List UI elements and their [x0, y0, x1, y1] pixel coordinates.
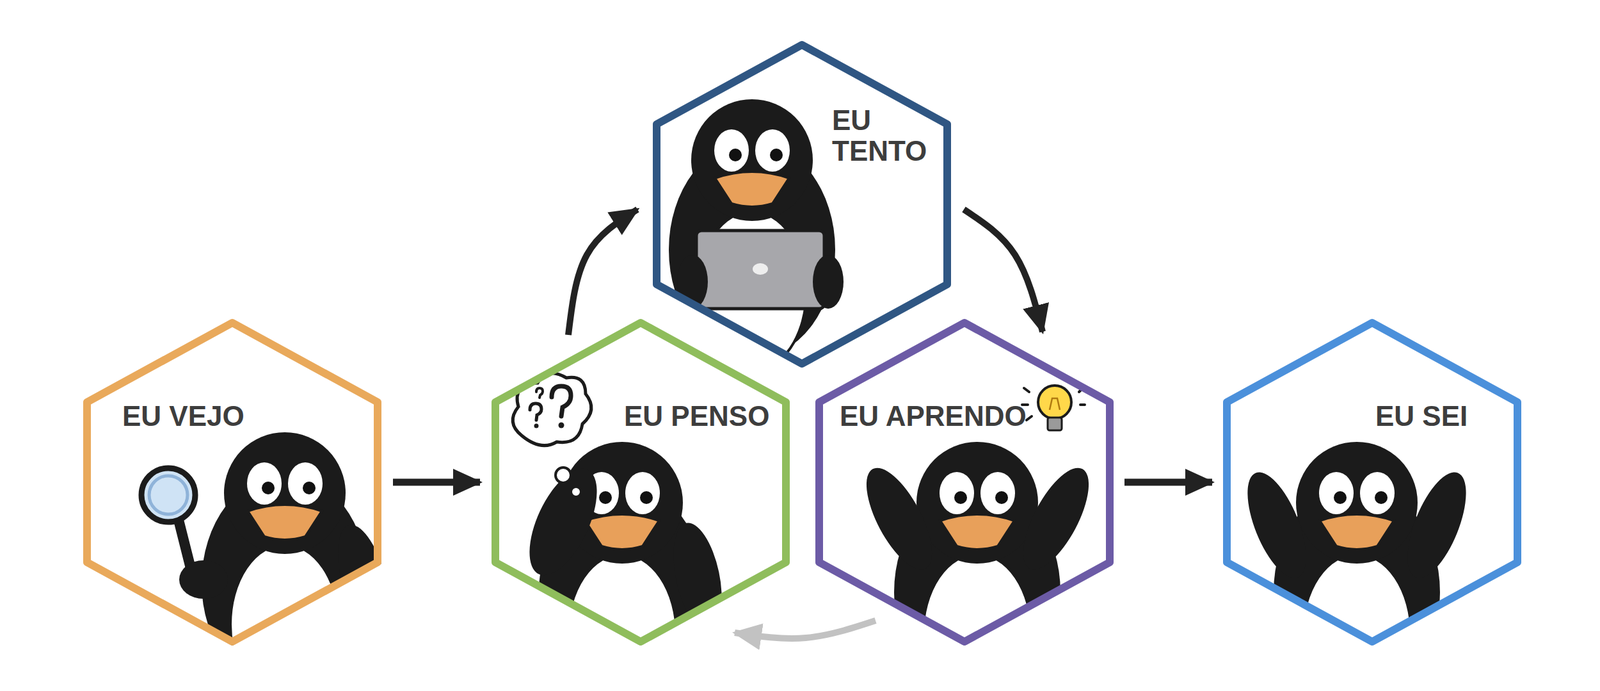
penguin-knows	[1235, 441, 1479, 691]
penguin-magnifier	[141, 432, 400, 691]
hexagon-outline	[1223, 318, 1522, 646]
thought-bubble	[512, 373, 592, 497]
hexagon-border	[495, 322, 786, 642]
stage-label: EU TENTO	[832, 104, 927, 167]
hexagon-border	[1226, 322, 1518, 642]
question-dot	[534, 423, 539, 429]
penguin-wing	[515, 458, 612, 585]
stage-hexagon: EU PENSO	[491, 318, 790, 646]
penguin	[668, 99, 836, 372]
flow-arrow	[1124, 478, 1213, 486]
bulb-base	[1047, 417, 1062, 431]
stage-label: EU APRENDO	[839, 400, 1027, 432]
hexagon-outline	[652, 40, 952, 368]
question-symbol	[551, 385, 571, 416]
magnifier-rim	[149, 475, 188, 514]
penguin-wing	[1235, 464, 1319, 586]
stage-label: EU PENSO	[624, 400, 770, 432]
hexagon-outline	[83, 318, 382, 646]
flow-arrow	[568, 209, 638, 335]
hexagon-border	[656, 44, 948, 364]
penguin-wing	[179, 560, 228, 599]
question-dot	[558, 422, 565, 429]
penguin-wing	[664, 518, 731, 634]
hexagon-outline	[815, 318, 1114, 646]
bubble-dot	[555, 467, 571, 483]
laptop	[696, 230, 825, 309]
stage-hexagon: EU TENTO	[652, 40, 952, 368]
hexagon-border	[87, 322, 378, 642]
hexagon-outline	[491, 318, 790, 646]
penguin-idea	[853, 441, 1103, 691]
stage-hexagon: EU VEJO	[83, 318, 382, 646]
penguin-thinking	[515, 441, 731, 691]
flow-arrow	[963, 209, 1043, 332]
stage-label: EU SEI	[1375, 400, 1468, 432]
laptop-logo	[752, 263, 768, 275]
penguin-wing	[1010, 458, 1103, 578]
penguin-wing	[812, 254, 844, 309]
penguin-wing	[1395, 464, 1479, 586]
bulb-filament	[1049, 398, 1060, 410]
flow-arrow	[734, 620, 876, 639]
stage-hexagon: EU SEI	[1223, 318, 1522, 646]
penguin-wing	[853, 458, 946, 578]
hexagon-border	[819, 322, 1110, 642]
question-symbol	[529, 403, 542, 420]
bubble-dot	[570, 486, 582, 497]
magnifier-glass	[141, 467, 196, 522]
lightbulb	[1022, 385, 1085, 431]
flow-arrow	[392, 478, 480, 486]
question-symbol	[536, 387, 543, 398]
bulb-rays	[1022, 387, 1085, 420]
stage-label: EU VEJO	[122, 400, 245, 432]
penguin-laptop	[668, 99, 844, 373]
bulb-glass	[1038, 385, 1072, 419]
stage-hexagon: EU APRENDO	[815, 318, 1114, 646]
